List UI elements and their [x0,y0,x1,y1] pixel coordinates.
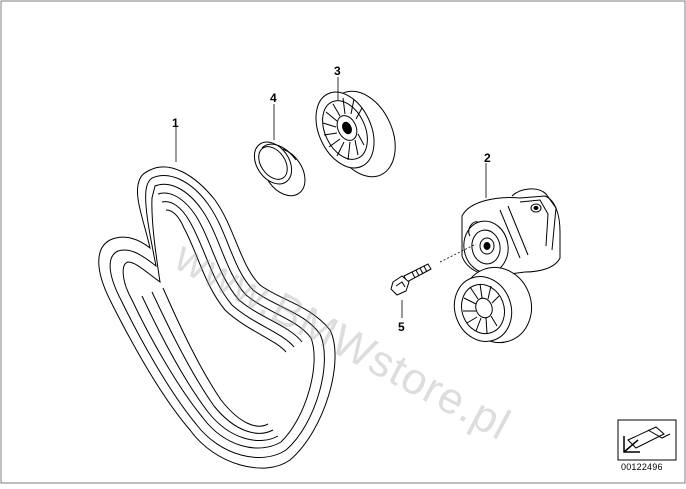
belt-tensioner [453,188,561,344]
idler-pulley [315,90,396,178]
callout-2: 2 [484,151,491,165]
assembly-axis-line [439,243,477,263]
diagram-id: 00122496 [621,462,663,472]
direction-symbol [617,419,677,461]
drive-belt [98,166,336,469]
callout-5: 5 [398,320,405,334]
bolt [390,263,432,296]
cover-cap [253,141,306,197]
callout-4: 4 [270,91,277,105]
callout-1: 1 [172,116,179,130]
leader-lines [175,77,487,318]
callout-3: 3 [334,64,341,78]
